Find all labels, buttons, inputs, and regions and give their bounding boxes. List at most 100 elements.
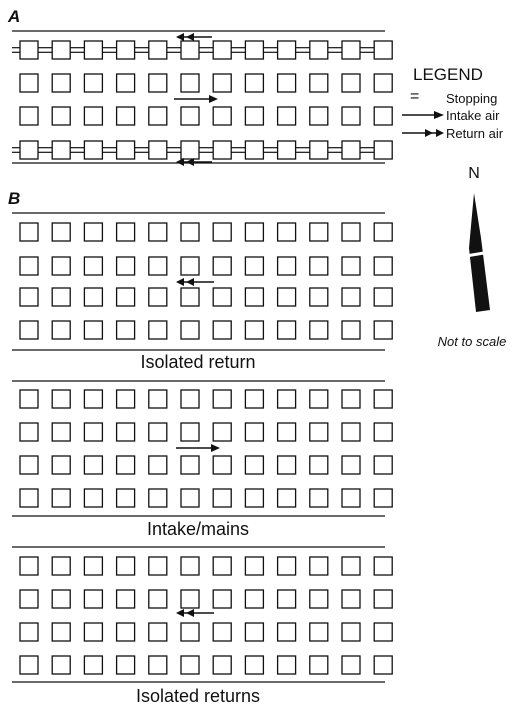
pillar-block [180, 320, 200, 340]
return-air-arrow-icon [176, 33, 212, 41]
pillar-block [148, 389, 168, 409]
section-caption-isolated-return: Isolated return [140, 352, 255, 372]
pillar-block [19, 622, 39, 642]
pillar-block [180, 655, 200, 675]
pillar-block [373, 140, 393, 160]
pillar-block [115, 622, 136, 642]
pillar-block [276, 556, 297, 576]
pillar-block [373, 320, 393, 340]
pillar-block [276, 589, 297, 609]
pillar-block [148, 556, 168, 576]
pillar-block [341, 106, 361, 126]
legend-title: LEGEND [413, 65, 483, 84]
pillar-block [244, 389, 265, 409]
pillar-block [51, 287, 71, 307]
north-label: N [468, 165, 480, 182]
pillar-block [83, 73, 104, 93]
pillar-block [244, 106, 265, 126]
panel-b-grids [12, 212, 393, 683]
intake-air-arrow-icon [402, 111, 444, 119]
scale-note: Not to scale [438, 334, 507, 349]
arrow-head [211, 444, 220, 452]
pillar-block [309, 320, 329, 340]
pillar-block [148, 287, 168, 307]
pillar-block [51, 106, 71, 126]
pillar-block [19, 589, 39, 609]
pillar-block [180, 389, 200, 409]
pillar-block [51, 256, 71, 276]
pillar-block [341, 222, 361, 242]
pillar-block [19, 320, 39, 340]
pillar-block [373, 556, 393, 576]
pillar-block [341, 320, 361, 340]
pillar-block [309, 488, 329, 508]
pillar-block [180, 556, 200, 576]
pillar-block [212, 140, 232, 160]
pillar-block [148, 455, 168, 475]
pillar-block [309, 422, 329, 442]
arrow-head [186, 33, 194, 41]
pillar-block [83, 140, 104, 160]
pillar-block [115, 40, 136, 60]
pillar-block [51, 320, 71, 340]
pillar-block [244, 622, 265, 642]
pillar-block [309, 589, 329, 609]
pillar-block [276, 622, 297, 642]
arrow-head [186, 158, 194, 166]
pillar-block [148, 320, 168, 340]
pillar-block [19, 556, 39, 576]
pillar-block [373, 389, 393, 409]
pillar-block [309, 73, 329, 93]
legend-intake-label: Intake air [446, 108, 500, 123]
pillar-block [341, 389, 361, 409]
pillar-block [180, 589, 200, 609]
pillar-block [83, 256, 104, 276]
pillar-block [148, 40, 168, 60]
pillar-block [212, 40, 232, 60]
pillar-block [83, 422, 104, 442]
pillar-block [83, 222, 104, 242]
pillar-block [83, 556, 104, 576]
north-arrow: N [465, 165, 491, 312]
pillar-block [19, 140, 39, 160]
pillar-block [180, 455, 200, 475]
arrow-head [176, 158, 184, 166]
pillar-block [51, 488, 71, 508]
pillar-block [180, 40, 200, 60]
section-caption-intake-mains: Intake/mains [147, 519, 249, 539]
pillar-block [309, 40, 329, 60]
pillar-block [51, 222, 71, 242]
pillar-block [373, 106, 393, 126]
pillar-block [83, 589, 104, 609]
pillar-block [212, 73, 232, 93]
pillar-block [83, 287, 104, 307]
pillar-block [19, 287, 39, 307]
pillar-block [373, 222, 393, 242]
pillar-block [341, 556, 361, 576]
pillar-block [244, 655, 265, 675]
pillar-block [244, 140, 265, 160]
pillar-block [341, 422, 361, 442]
pillar-block [341, 287, 361, 307]
return-air-arrow-icon [176, 158, 212, 166]
arrow-head [176, 33, 184, 41]
pillar-block [19, 106, 39, 126]
pillar-block [373, 655, 393, 675]
pillar-block [244, 40, 265, 60]
pillar-block [115, 556, 136, 576]
pillar-block [19, 455, 39, 475]
pillar-block [115, 320, 136, 340]
pillar-block [180, 287, 200, 307]
legend: LEGEND = Stopping Intake air Return air [402, 65, 504, 141]
pillar-block [19, 40, 39, 60]
pillar-block [341, 256, 361, 276]
pillar-block [83, 655, 104, 675]
pillar-block [51, 140, 71, 160]
pillar-block [276, 422, 297, 442]
pillar-block [83, 455, 104, 475]
pillar-block [244, 455, 265, 475]
pillar-block [51, 556, 71, 576]
pillar-block [341, 622, 361, 642]
pillar-block [276, 222, 297, 242]
